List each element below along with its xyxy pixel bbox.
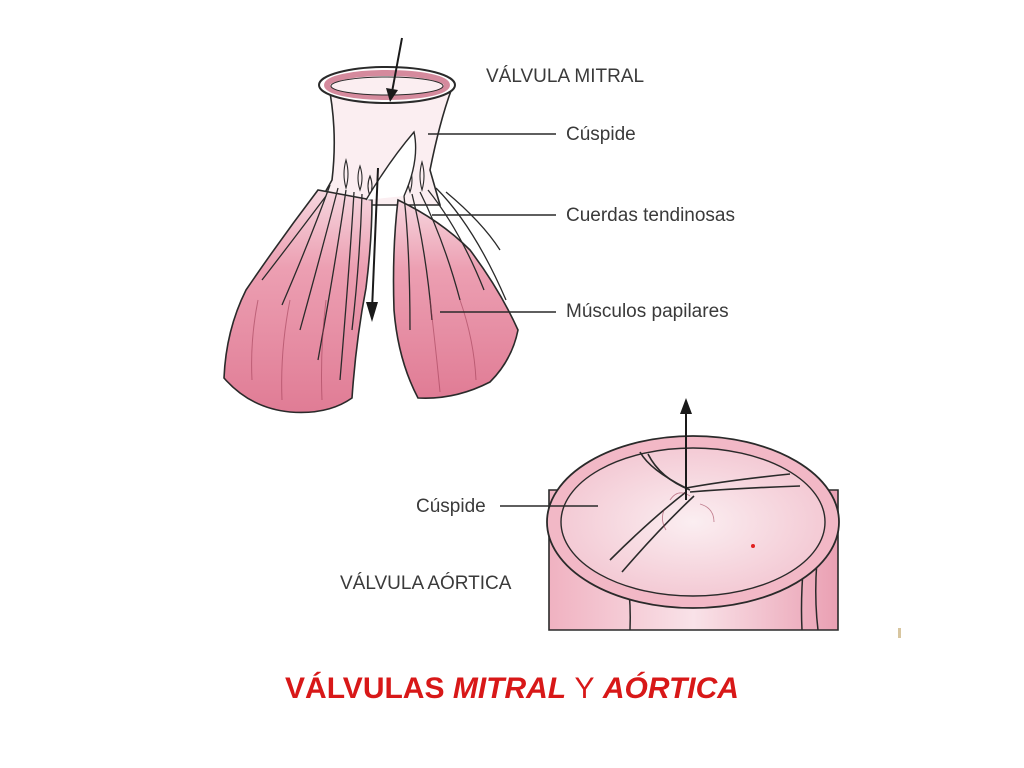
papillary-muscles-label: Músculos papilares [566,301,729,322]
aortic-valve-face [560,447,826,597]
slide-title-part-4: AÓRTICA [602,672,739,705]
papillary-muscle-left [223,189,373,414]
aortic-cusp-label: Cúspide [416,496,486,517]
slide-title: VÁLVULAS MITRAL Y AÓRTICA [0,672,1024,706]
papillary-muscle-right [392,198,519,399]
aortic-valve-title: VÁLVULA AÓRTICA [340,573,512,594]
mitral-valve-title: VÁLVULA MITRAL [486,66,645,87]
slide-title-part-1: VÁLVULAS [285,672,445,705]
mitral-valve-illustration [223,37,519,414]
slide-title-part-2: MITRAL [452,672,567,705]
slide-title-part-3: Y [574,672,595,705]
aortic-cusps [609,451,801,573]
aortic-valve-illustration [546,398,840,631]
chordae-tendineae-label: Cuerdas tendinosas [566,205,735,226]
mitral-leader-lines [428,133,556,313]
mitral-cusp-label: Cúspide [566,124,636,145]
